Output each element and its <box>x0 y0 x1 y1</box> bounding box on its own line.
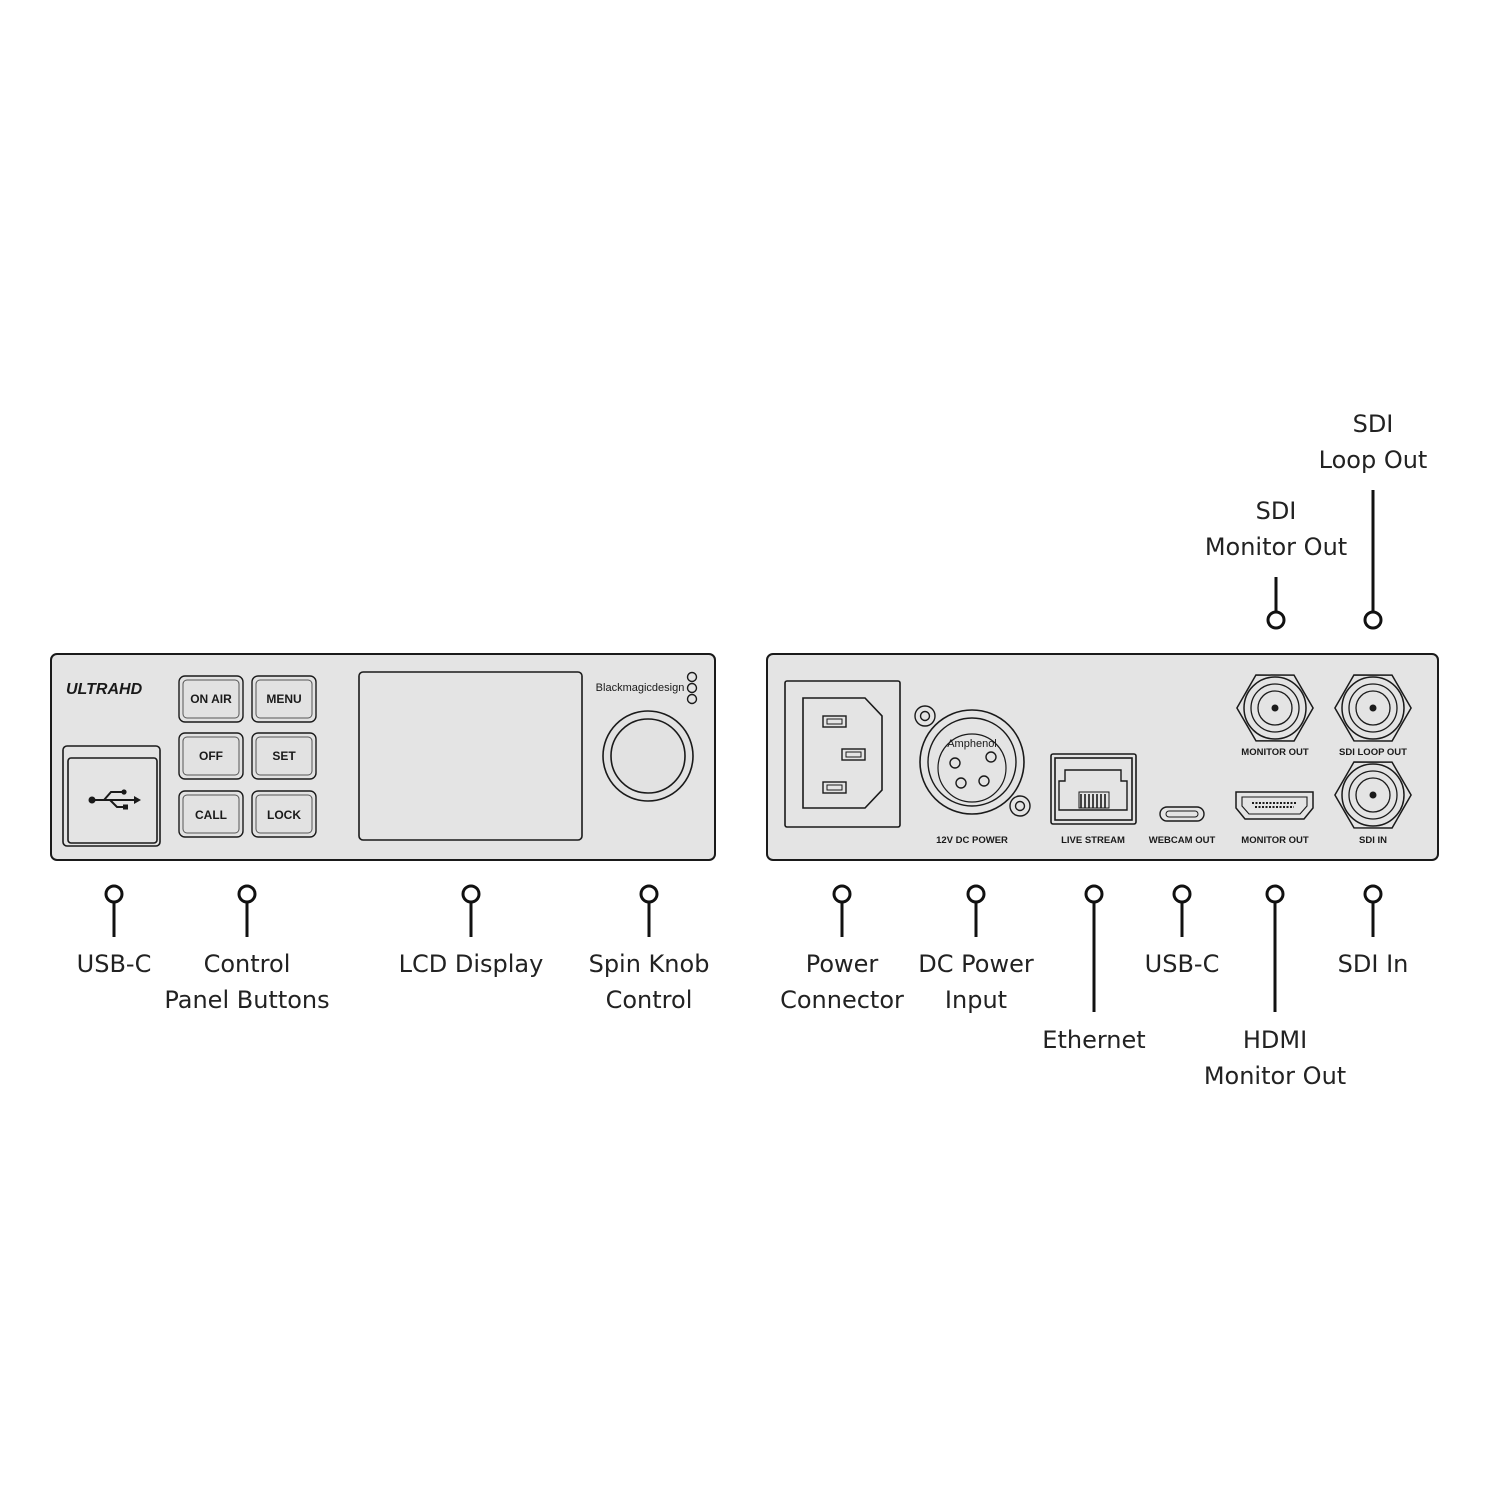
callout-sdi-in: SDI In <box>1338 950 1409 978</box>
leader-lines-bottom <box>104 884 1383 1012</box>
callout-labels: USB-C Control Panel Buttons LCD Display … <box>77 410 1428 1090</box>
callout-dc-power-input-line2: Input <box>945 986 1007 1014</box>
usb-c-port-rear <box>1159 806 1205 822</box>
power-connector <box>784 680 901 828</box>
callout-ethernet: Ethernet <box>1042 1026 1145 1054</box>
callout-usb-c-front: USB-C <box>77 950 152 978</box>
callout-spin-knob-line1: Spin Knob <box>589 950 710 978</box>
callout-hdmi-monitor-out-line1: HDMI <box>1243 1026 1307 1054</box>
sdi-in-port-label: SDI IN <box>1359 835 1387 846</box>
set-label: SET <box>272 749 296 763</box>
amphenol-text: Amphenol <box>947 738 997 750</box>
callout-power-connector-line1: Power <box>806 950 879 978</box>
dc-power-port-label: 12V DC POWER <box>936 835 1008 846</box>
leader-lines-top <box>1266 490 1383 630</box>
callout-lcd-display: LCD Display <box>399 950 544 978</box>
rear-panel: Amphenol 12V DC POWER LIVE STREAM <box>766 653 1439 861</box>
lock-button[interactable]: LOCK <box>251 790 317 838</box>
callout-control-panel-buttons-line2: Panel Buttons <box>164 986 329 1014</box>
callout-power-connector-line2: Connector <box>780 986 904 1014</box>
usb-c-port-front <box>62 745 161 847</box>
callout-control-panel-buttons-line1: Control <box>204 950 291 978</box>
on-air-label: ON AIR <box>190 692 232 706</box>
callout-usb-c-rear: USB-C <box>1145 950 1220 978</box>
hdmi-monitor-out-port-label: MONITOR OUT <box>1241 835 1309 846</box>
lock-label: LOCK <box>267 808 301 822</box>
ethernet-port <box>1050 753 1137 825</box>
sdi-in-bnc <box>1334 761 1412 829</box>
callout-sdi-loop-out-line1: SDI <box>1353 410 1394 438</box>
sdi-monitor-out-port-label: MONITOR OUT <box>1241 747 1309 758</box>
spin-knob[interactable] <box>602 710 694 802</box>
usb-icon <box>88 789 141 810</box>
lcd-display <box>358 671 583 841</box>
off-button[interactable]: OFF <box>178 732 244 780</box>
ultrahd-logo: ULTRAHD <box>66 681 143 698</box>
set-button[interactable]: SET <box>251 732 317 780</box>
hdmi-port <box>1235 791 1314 820</box>
dc-power-xlr-connector: Amphenol <box>914 705 1031 817</box>
ethernet-pins <box>1080 794 1106 808</box>
menu-label: MENU <box>266 692 301 706</box>
sdi-loop-out-bnc <box>1334 674 1412 742</box>
webcam-out-port-label: WEBCAM OUT <box>1149 835 1216 846</box>
menu-button[interactable]: MENU <box>251 675 317 723</box>
sdi-loop-out-port-label: SDI LOOP OUT <box>1339 747 1407 758</box>
front-panel: ULTRAHD ON AIR MENU <box>50 653 716 861</box>
brand-text: Blackmagicdesign <box>596 682 685 694</box>
off-label: OFF <box>199 749 223 763</box>
on-air-button[interactable]: ON AIR <box>178 675 244 723</box>
call-label: CALL <box>195 808 227 822</box>
sdi-monitor-out-bnc <box>1236 674 1314 742</box>
callout-sdi-monitor-out-line1: SDI <box>1256 497 1297 525</box>
callout-sdi-monitor-out-line2: Monitor Out <box>1205 533 1347 561</box>
callout-hdmi-monitor-out-line2: Monitor Out <box>1204 1062 1346 1090</box>
callout-spin-knob-line2: Control <box>606 986 693 1014</box>
call-button[interactable]: CALL <box>178 790 244 838</box>
callout-sdi-loop-out-line2: Loop Out <box>1319 446 1428 474</box>
brand-logo-icon <box>686 671 698 705</box>
callout-dc-power-input-line1: DC Power <box>918 950 1034 978</box>
live-stream-port-label: LIVE STREAM <box>1061 835 1125 846</box>
